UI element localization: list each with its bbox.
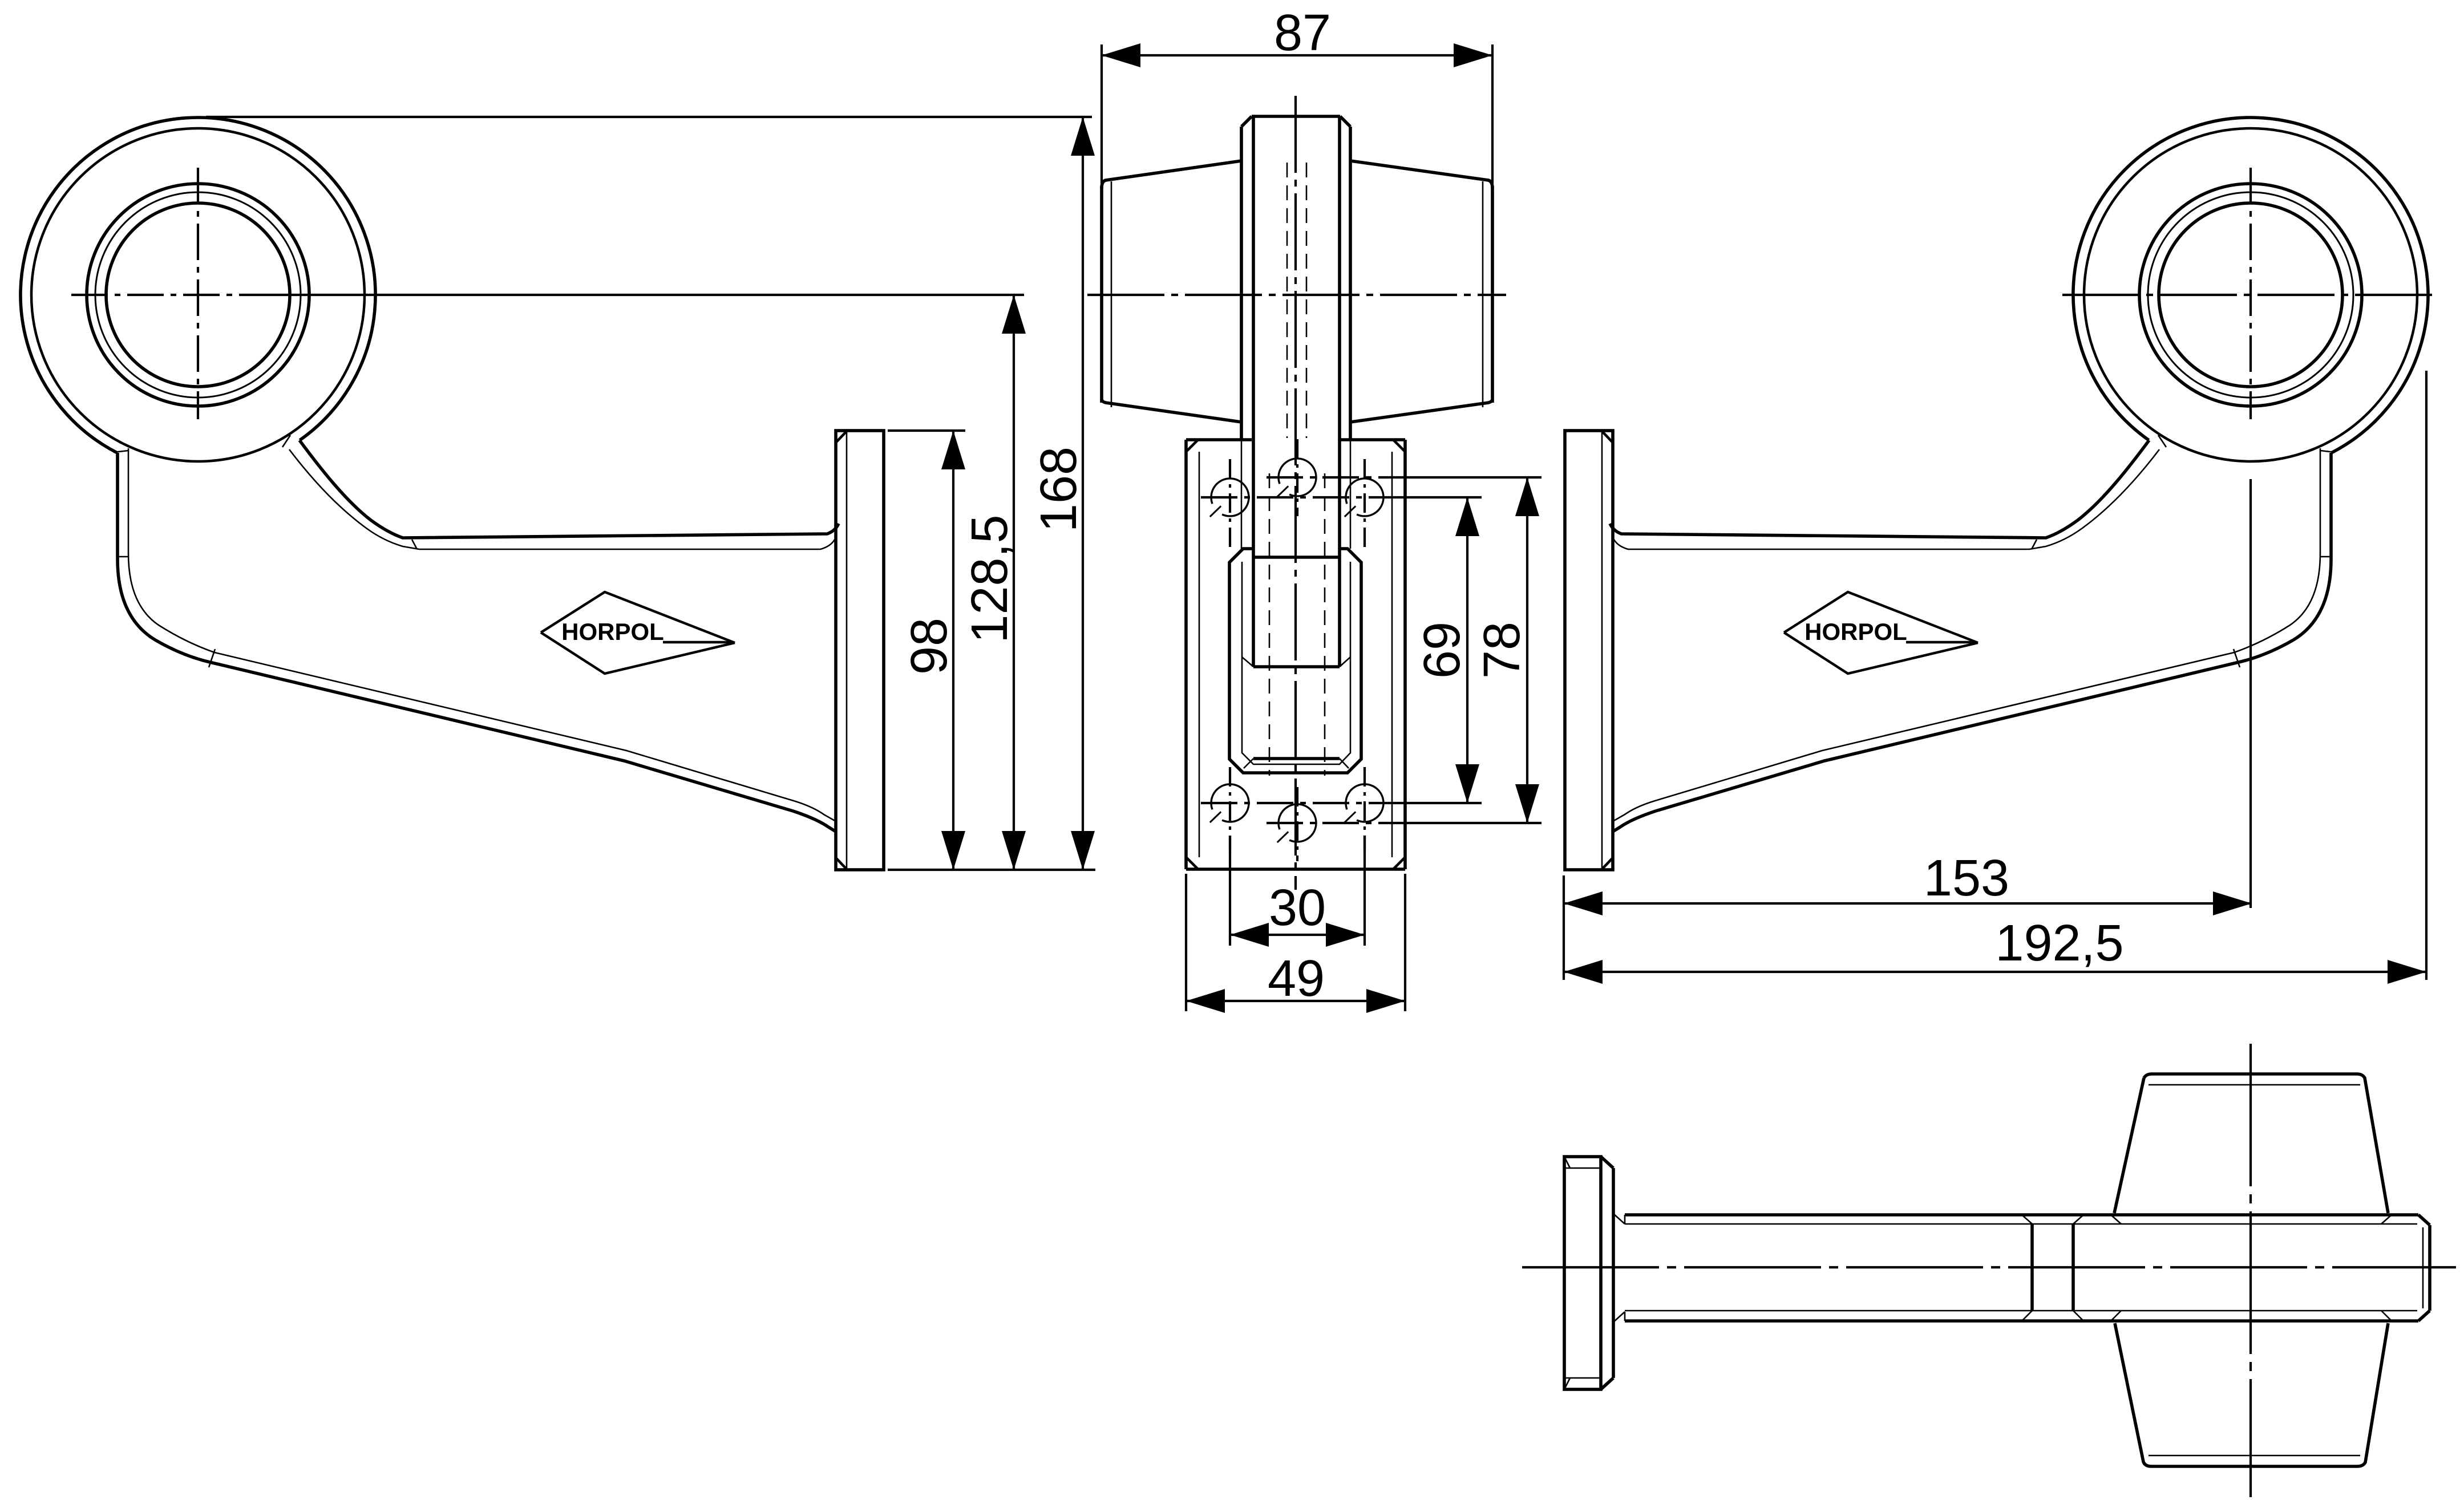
svg-text:49: 49 <box>1268 950 1325 1007</box>
svg-text:192,5: 192,5 <box>1995 915 2123 972</box>
svg-text:78: 78 <box>1474 622 1531 679</box>
svg-text:87: 87 <box>1274 5 1331 62</box>
svg-text:HORPOL: HORPOL <box>561 618 664 645</box>
svg-text:HORPOL: HORPOL <box>1804 618 1907 645</box>
svg-text:153: 153 <box>1924 850 2009 907</box>
svg-text:128,5: 128,5 <box>961 514 1018 643</box>
svg-text:30: 30 <box>1269 879 1326 937</box>
svg-text:69: 69 <box>1414 622 1471 679</box>
svg-text:98: 98 <box>901 618 958 675</box>
svg-text:168: 168 <box>1030 447 1087 532</box>
